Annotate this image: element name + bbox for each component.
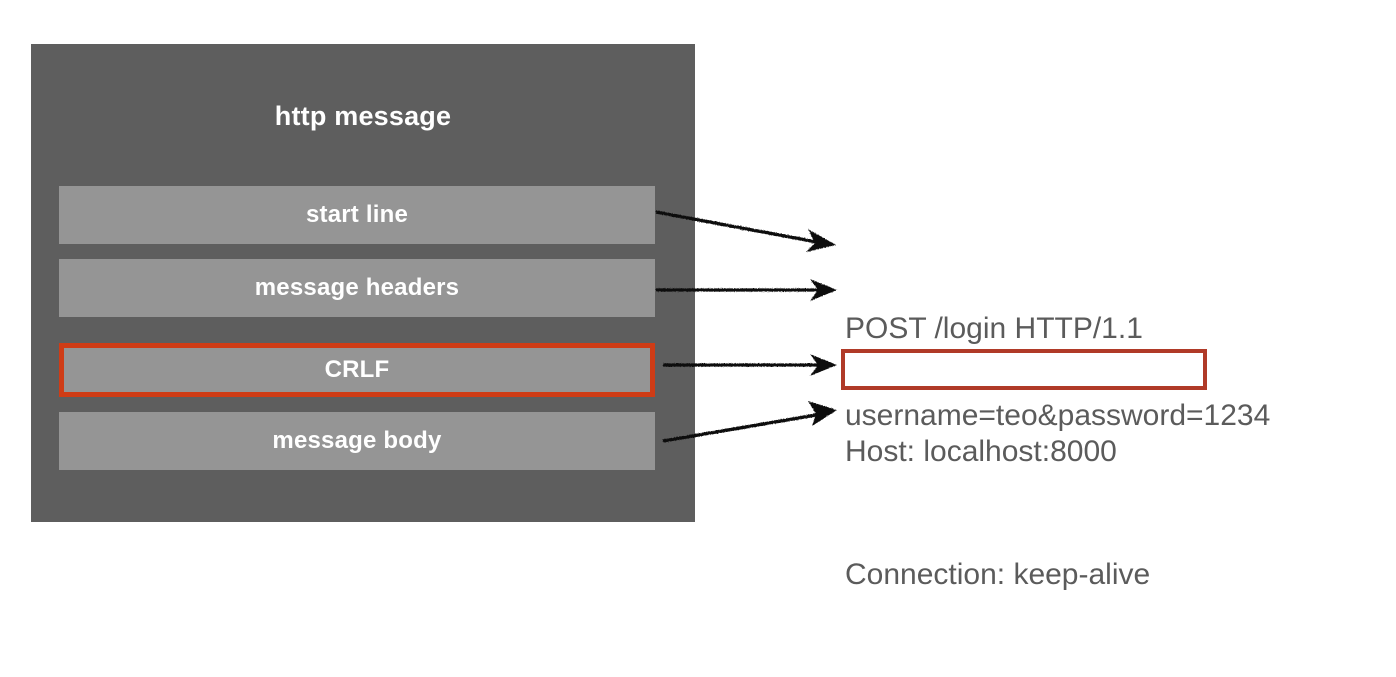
http-message-diagram: http message start line message headers … [31, 44, 1271, 591]
section-message-body: message body [59, 412, 655, 470]
panel-title: http message [274, 101, 452, 131]
message-line-connection: Connection: keep-alive [845, 558, 1151, 591]
section-start-line-label: start line [305, 201, 409, 228]
section-crlf-label: CRLF [324, 356, 390, 383]
message-line-host: Host: localhost:8000 [845, 435, 1117, 468]
crlf-blank-line-highlight [841, 349, 1207, 390]
section-start-line: start line [59, 186, 655, 244]
section-message-headers-label: message headers [254, 274, 460, 301]
raw-http-message: POST /login HTTP/1.1 Host: localhost:800… [845, 226, 1150, 677]
message-line-start: POST /login HTTP/1.1 [845, 312, 1143, 345]
section-crlf: CRLF [59, 343, 655, 397]
section-message-body-label: message body [272, 427, 442, 454]
section-message-headers: message headers [59, 259, 655, 317]
http-message-panel: http message start line message headers … [31, 44, 695, 522]
message-body-text: username=teo&password=1234 [845, 399, 1271, 432]
